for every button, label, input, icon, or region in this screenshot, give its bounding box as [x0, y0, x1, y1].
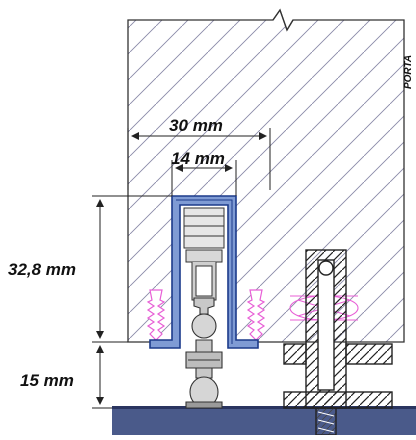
dimension-profile-height	[92, 195, 172, 343]
wood-screw-icon	[246, 289, 266, 341]
floor	[112, 408, 416, 435]
spring-mechanism	[183, 207, 225, 301]
dimension-seal-gap	[92, 345, 112, 409]
rubber-seal	[185, 297, 223, 409]
dim-profile-height-label: 32,8 mm	[8, 260, 76, 279]
dim-seal-gap-label: 15 mm	[20, 371, 74, 390]
break-line-icon	[272, 8, 294, 32]
wood-screw-icon	[146, 289, 166, 341]
dim-inner-width-label: 14 mm	[171, 149, 225, 168]
dimension-outer-width	[127, 128, 271, 190]
door-panel	[127, 8, 405, 343]
aluminium-profile	[149, 195, 259, 349]
door-label: PORTA	[403, 55, 414, 89]
dim-outer-width-label: 30 mm	[169, 116, 223, 135]
adjustment-bracket	[283, 249, 393, 436]
dimension-inner-width	[171, 160, 237, 196]
